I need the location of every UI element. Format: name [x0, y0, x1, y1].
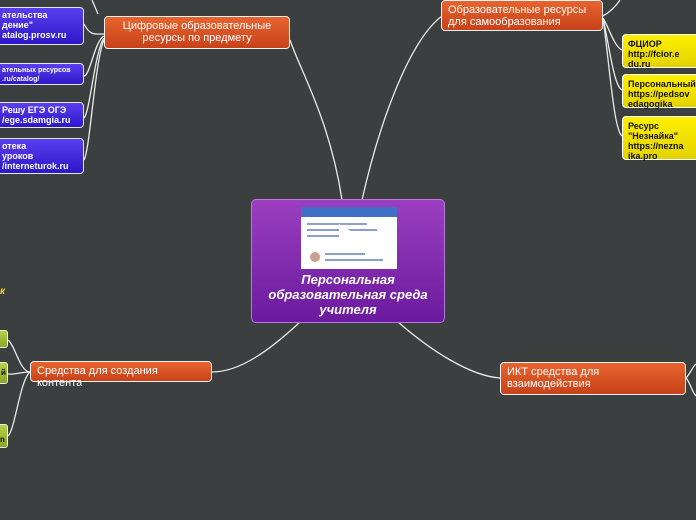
branch-self-education[interactable]: Образовательные ресурсы для самообразова…	[441, 0, 603, 31]
link-fcior[interactable]: ФЦИОР http://fcior.e du.ru	[622, 34, 696, 69]
branch-label: Цифровые образовательные ресурсы по пред…	[122, 20, 272, 44]
branch-content-creation[interactable]: Средства для создания контента	[30, 361, 212, 389]
branch-label: ИКТ средства для взаимодействия	[507, 366, 600, 390]
central-topic-title: Персональная образовательная среда учите…	[268, 272, 428, 317]
content-item-3[interactable]: n	[0, 424, 8, 448]
play-icon[interactable]	[339, 224, 359, 248]
branch-ict-interaction[interactable]: ИКТ средства для взаимодействия	[500, 362, 686, 395]
content-item-2[interactable]: й	[0, 362, 8, 384]
link-sdamgia[interactable]: Решу ЕГЭ ОГЭ /ege.sdamgia.ru	[0, 102, 84, 128]
link-neznaika[interactable]: Ресурс "Незнайка" https://nezna ika.pro	[622, 116, 696, 161]
link-pedsovet[interactable]: Персональный https://pedsov edagogika	[622, 74, 696, 109]
link-catalog-prosv[interactable]: ательства дение" atalog.prosv.ru	[0, 7, 84, 45]
branch-label: Средства для создания контента	[37, 365, 158, 389]
link-interneturok[interactable]: отека уроков /interneturok.ru	[0, 138, 84, 174]
branch-label: Образовательные ресурсы для самообразова…	[448, 4, 587, 28]
link-resource-catalog[interactable]: ательных ресурсов .ru/catalog/	[0, 63, 84, 85]
content-item-1[interactable]	[0, 330, 8, 348]
avatar	[310, 252, 320, 262]
video-thumbnail[interactable]	[301, 207, 397, 269]
central-topic[interactable]: Персональная образовательная среда учите…	[251, 199, 445, 323]
partial-marker: к	[0, 286, 6, 297]
branch-digital-resources[interactable]: Цифровые образовательные ресурсы по пред…	[104, 16, 290, 49]
